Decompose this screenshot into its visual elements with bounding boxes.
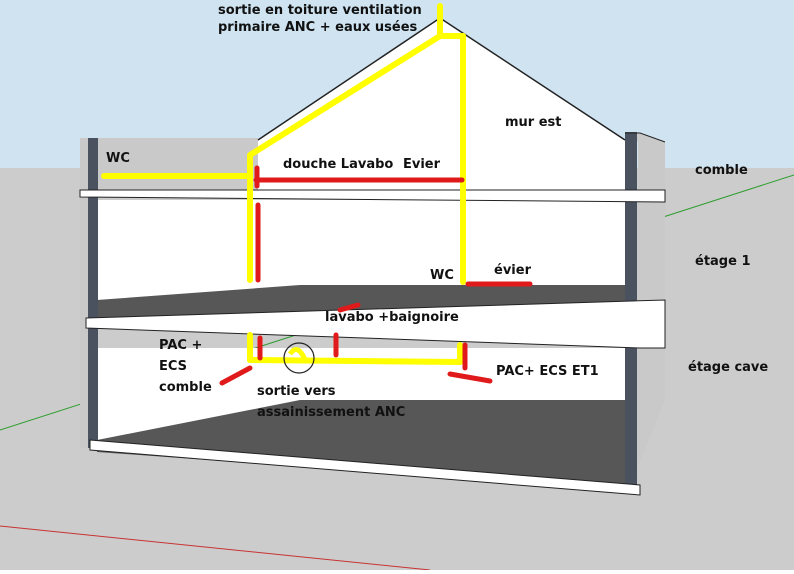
left-wall-top (80, 138, 258, 190)
right-roof-outline (625, 132, 666, 143)
vent-title-label: sortie en toiture ventilation primaire A… (218, 3, 422, 35)
right-roof-stub (625, 133, 665, 190)
red-axis (0, 525, 431, 571)
slab-etage1 (85, 299, 666, 349)
comble-label: comble (695, 163, 748, 178)
outlet-circle (283, 342, 315, 374)
right-side-wall-lower (628, 348, 665, 490)
lavabo-baignoire-label: lavabo +baignoire (325, 310, 459, 325)
red-pipe-pac-right (447, 371, 493, 384)
outlet-pipe-curve (287, 347, 309, 363)
etage1-label: étage 1 (695, 254, 751, 269)
red-pipe-lavabo-top (337, 302, 361, 313)
left-wall-side (80, 138, 88, 448)
mur-est-label: mur est (505, 115, 562, 130)
left-wall-dark (88, 138, 98, 448)
etage-cave-label: étage cave (688, 360, 769, 375)
yellow-pipes (101, 3, 466, 365)
upper-wall-face (97, 200, 625, 300)
wc-mid-label: WC (430, 268, 454, 283)
slab-base (89, 439, 641, 496)
yellow-pipe-cave-horizontal (247, 357, 463, 365)
evier-top-label: Evier (403, 157, 441, 172)
pac-ecs-comble-label: PAC + ECS comble (159, 338, 212, 395)
douche-lavabo-label: douche Lavabo (283, 157, 394, 172)
yellow-pipe-left-slope (247, 33, 443, 158)
pac-ecs-et1-label: PAC+ ECS ET1 (496, 364, 599, 379)
evier-mid-label: évier (494, 263, 531, 278)
gable-wall (258, 18, 625, 190)
wc-top-label: WC (106, 151, 130, 166)
slab-comble (79, 189, 666, 203)
sortie-assainissement-label: sortie vers assainissement ANC (257, 384, 406, 420)
red-pipe-pac-left (219, 365, 253, 386)
cave-floor (97, 400, 625, 490)
red-pipes (219, 165, 533, 386)
